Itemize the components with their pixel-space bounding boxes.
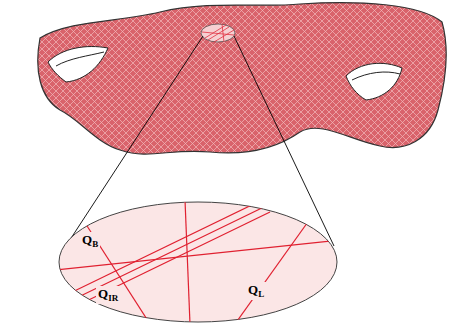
genus-two-surface bbox=[38, 3, 447, 155]
brane-label: QIR bbox=[96, 286, 120, 304]
surface-hole bbox=[48, 47, 108, 82]
brane-label: QB bbox=[80, 232, 100, 250]
brane-lines bbox=[55, 200, 340, 324]
brane-label: QL bbox=[246, 282, 266, 300]
surface-hole bbox=[346, 63, 402, 100]
